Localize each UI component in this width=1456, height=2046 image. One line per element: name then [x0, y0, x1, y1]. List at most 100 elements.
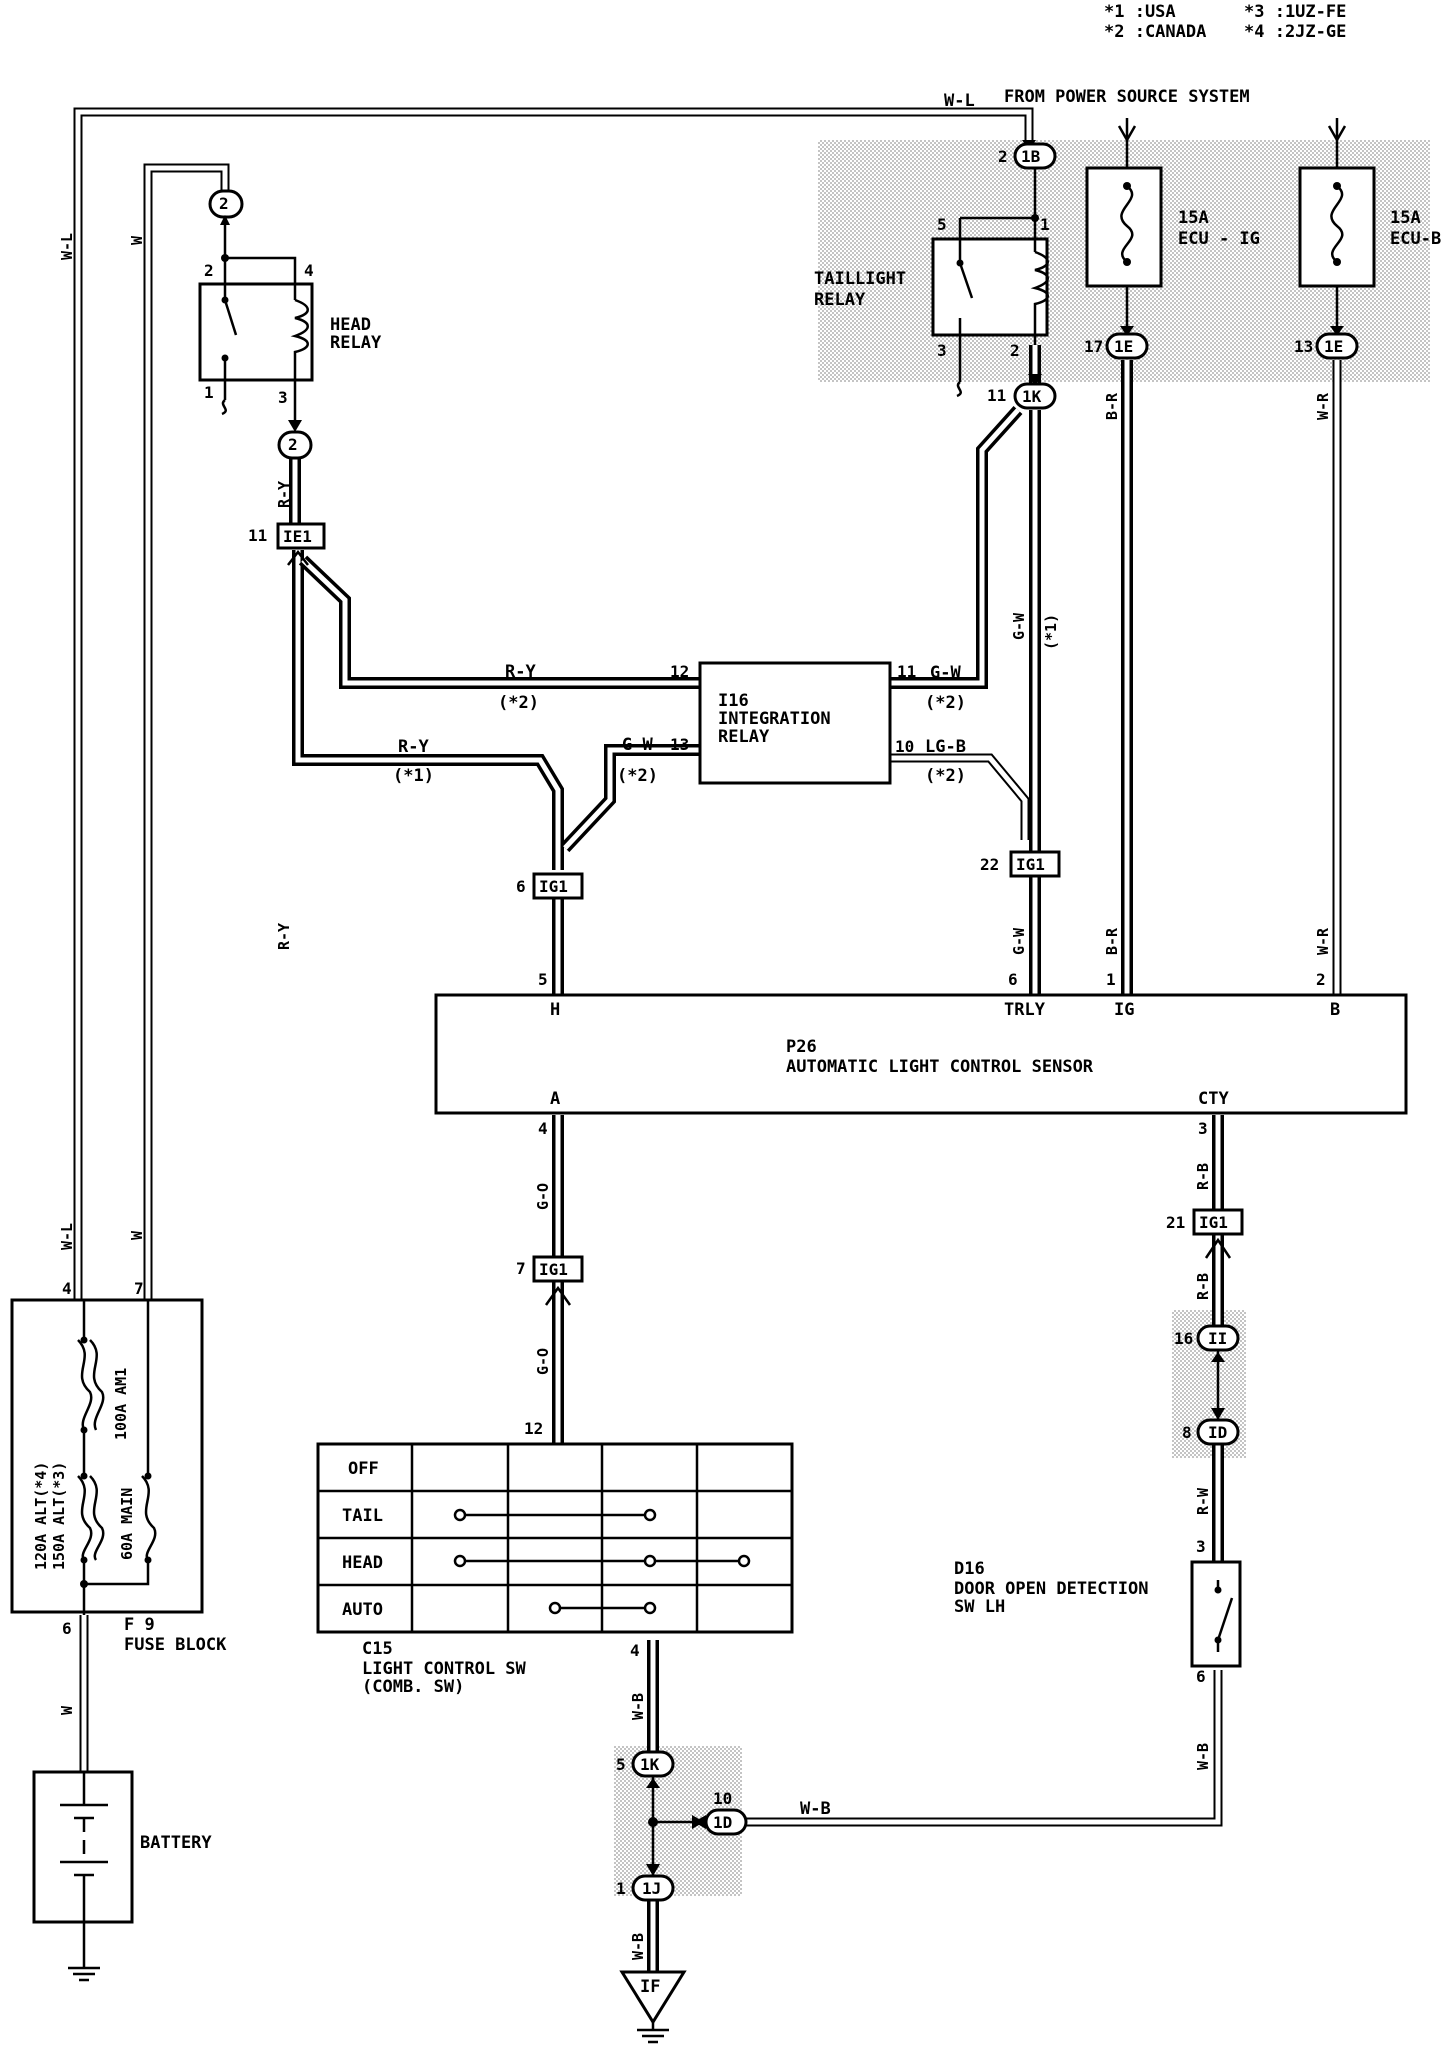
connector-ie1 — [276, 522, 326, 566]
wire-label-w-l-right: W-L — [944, 91, 975, 111]
wire-label-w-r-2: W-R — [1314, 927, 1332, 955]
connector-2-top — [208, 189, 244, 225]
legend-usa: *1 :USA — [1104, 2, 1176, 22]
sensor-name: AUTOMATIC LIGHT CONTROL SENSOR — [786, 1057, 1094, 1077]
wire-label-w-l-bottom: W-L — [58, 1223, 76, 1250]
wire-label-g-w-4: G-W — [1010, 927, 1028, 955]
connector-ii-id-link — [1211, 1350, 1225, 1420]
wire-label-note-canada-2: (*2) — [617, 766, 658, 786]
wire-label-note-canada-3: (*2) — [925, 693, 966, 713]
connector-id-pin-8: 8 — [1182, 1423, 1192, 1442]
head-relay-pin-1: 1 — [204, 383, 214, 402]
connector-id — [1196, 1418, 1240, 1446]
fuse-ecu-ig-amp: 15A — [1178, 208, 1209, 228]
light-sw-sub: (COMB. SW) — [362, 1677, 464, 1697]
connector-ig1-22-pin: 22 — [980, 855, 999, 874]
head-relay — [198, 218, 314, 420]
fuse-alt-3-label: 150A ALT(*3) — [50, 1462, 68, 1570]
light-sw-name: LIGHT CONTROL SW — [362, 1659, 527, 1679]
legend-2jz-ge: *4 :2JZ-GE — [1244, 22, 1346, 42]
light-sw-row-auto: AUTO — [342, 1600, 383, 1620]
connector-ig1-21-pin: 21 — [1166, 1213, 1185, 1232]
taillight-relay-label-2: RELAY — [814, 290, 866, 310]
taillight-relay-pin-3: 3 — [937, 341, 947, 360]
fuse-block-code: F 9 — [124, 1615, 155, 1635]
wire-label-w-r-1: W-R — [1314, 392, 1332, 420]
connector-ig1-6 — [532, 872, 584, 900]
taillight-relay — [931, 165, 1049, 398]
connector-ig1-21 — [1192, 1208, 1244, 1259]
wire-label-lg-b: LG-B — [925, 737, 966, 757]
sensor-code: P26 — [786, 1037, 817, 1057]
door-sw-sub: SW LH — [954, 1597, 1005, 1617]
sensor-pin-2: 2 — [1316, 970, 1326, 989]
power-source-label: FROM POWER SOURCE SYSTEM — [1004, 87, 1250, 107]
connector-1j-label: 1J — [642, 1879, 661, 1898]
taillight-relay-pin-2: 2 — [1010, 341, 1020, 360]
automatic-light-control-sensor — [434, 993, 1408, 1115]
connector-1k-top-pin-11: 11 — [987, 386, 1006, 405]
wire-label-g-w-1: G-W — [622, 735, 653, 755]
fuse-am1-label: 100A AM1 — [112, 1368, 130, 1440]
connector-1j-pin-1: 1 — [616, 1879, 626, 1898]
wire-label-w-bottom: W — [128, 1230, 146, 1240]
wire-label-note-usa-2: (*1) — [1042, 614, 1060, 650]
taillight-relay-pin-1: 1 — [1040, 215, 1050, 234]
head-relay-pin-4: 4 — [304, 261, 314, 280]
wire-label-g-o-2: G-O — [534, 1348, 552, 1375]
connector-ig1-7-label: IG1 — [539, 1260, 568, 1279]
integration-relay-pin-10: 10 — [895, 737, 914, 756]
ie1-pin-11: 11 — [248, 526, 267, 545]
connector-1b — [1013, 140, 1057, 170]
connector-1j — [631, 1874, 675, 1902]
head-relay-pin-2: 2 — [204, 261, 214, 280]
wire-label-b-r-2: B-R — [1103, 927, 1121, 955]
fuse-block — [10, 1298, 204, 1615]
sensor-pin-1: 1 — [1106, 970, 1116, 989]
wire-g-w-13 — [560, 744, 700, 853]
wire-label-r-y-4: R-Y — [275, 923, 293, 950]
wire-w-l — [73, 107, 1034, 1300]
sensor-terminal-b: B — [1330, 1000, 1340, 1020]
connector-1k-bottom-pin-5: 5 — [616, 1755, 626, 1774]
wire-label-w-b-3: W-B — [1194, 1743, 1212, 1770]
connector-ig1-6-pin: 6 — [516, 877, 526, 896]
connector-1e-ig-pin-17: 17 — [1084, 337, 1103, 356]
connector-1d-label: 1D — [713, 1813, 732, 1832]
connector-1e-ig-label: 1E — [1114, 337, 1133, 356]
wire-label-g-w-3: G-W — [1010, 612, 1028, 640]
battery-symbol — [32, 1770, 134, 1982]
sensor-pin-6: 6 — [1008, 970, 1018, 989]
light-sw-row-off: OFF — [348, 1459, 379, 1479]
connector-1d — [704, 1808, 748, 1836]
integration-relay-name-2: RELAY — [718, 727, 770, 747]
legend-1uz-fe: *3 :1UZ-FE — [1244, 2, 1346, 22]
integration-relay-pin-12: 12 — [670, 662, 689, 681]
wire-label-r-y-3: R-Y — [398, 737, 429, 757]
door-open-detection-switch — [1190, 1560, 1242, 1668]
connector-1e-b-label: 1E — [1324, 337, 1343, 356]
sensor-pin-3: 3 — [1198, 1119, 1208, 1138]
fuse-block-name: FUSE BLOCK — [124, 1635, 227, 1655]
connector-1k-top — [1013, 374, 1057, 410]
ground-if-label: IF — [640, 1977, 660, 1997]
fuse-block-pin-4: 4 — [62, 1279, 72, 1298]
connector-1b-label: 1B — [1021, 147, 1041, 166]
wire-label-g-w-2: G-W — [930, 663, 961, 683]
connector-id-label: ID — [1208, 1423, 1227, 1442]
fuse-alt-4-label: 120A ALT(*4) — [32, 1462, 50, 1570]
wire-label-g-o-1: G-O — [534, 1183, 552, 1210]
wire-label-w-b-2: W-B — [629, 1933, 647, 1960]
sensor-terminal-ig: IG — [1114, 1000, 1134, 1020]
fuse-ecu-ig-name: ECU - IG — [1178, 229, 1260, 249]
fuse-block-pin-6: 6 — [62, 1619, 72, 1638]
connector-1b-pin-2: 2 — [998, 147, 1008, 166]
integration-relay-pin-13: 13 — [670, 735, 689, 754]
wire-label-note-canada-4: (*2) — [925, 766, 966, 786]
integration-relay-code: I16 — [718, 691, 749, 711]
wire-label-note-canada-1: (*2) — [498, 693, 539, 713]
wire-r-y-usa — [292, 550, 564, 870]
connector-ii-pin-16: 16 — [1174, 1329, 1193, 1348]
integration-relay-name-1: INTEGRATION — [718, 709, 831, 729]
